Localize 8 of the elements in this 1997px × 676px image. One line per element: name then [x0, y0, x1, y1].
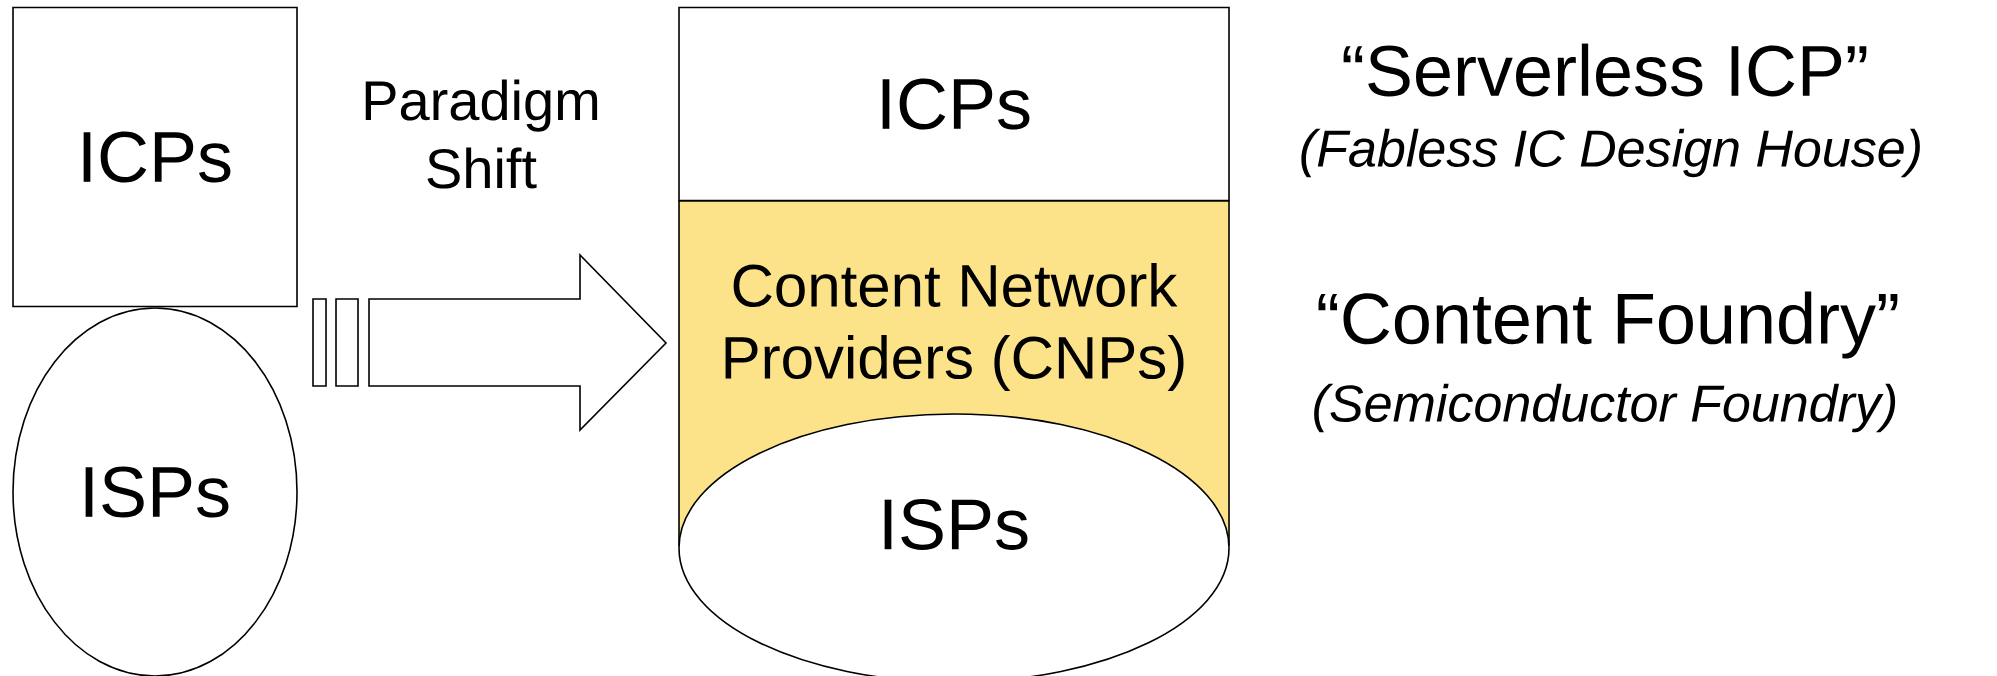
- subtitle: (Semiconductor Foundry): [1314, 383, 1896, 433]
- box: ICPs: [678, 6, 1230, 202]
- heading: “Serverless ICP”: [1343, 43, 1867, 97]
- block-arrow: [312, 253, 668, 432]
- edge-label: Paradigm Shift: [365, 79, 598, 189]
- heading: “Content Foundry”: [1318, 291, 1898, 359]
- box: ICPs: [12, 6, 298, 308]
- subtitle: (Fabless IC Design House): [1301, 128, 1920, 178]
